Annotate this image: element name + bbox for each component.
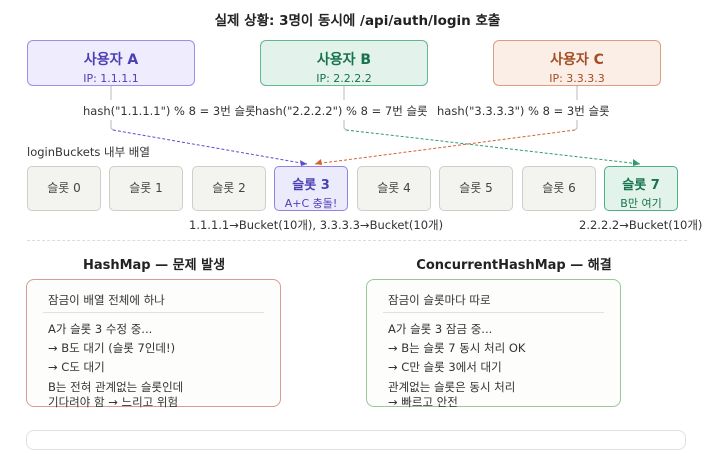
- slot-6: 슬롯 6: [522, 166, 596, 211]
- user-b-name: 사용자 B: [316, 52, 372, 68]
- diagram-title: 실제 상황: 3명이 동시에 /api/auth/login 호출: [214, 13, 501, 29]
- hashmap-line: B는 전혀 관계없는 슬롯인데: [48, 380, 184, 394]
- arrow-b-to-slot7: [345, 129, 641, 165]
- slot-7-label: 슬롯 7: [622, 178, 660, 193]
- bottom-box-edge: [26, 430, 686, 450]
- concurrent-header: 잠금이 슬롯마다 따로: [388, 293, 491, 307]
- hashmap-panel: 잠금이 배열 전체에 하나 A가 슬롯 3 수정 중... → B도 대기 (슬…: [26, 279, 281, 409]
- concurrent-line: 관계없는 슬롯은 동시 처리: [388, 380, 516, 394]
- user-a-box: 사용자 A IP: 1.1.1.1: [27, 40, 195, 86]
- slot-7: 슬롯 7 B만 여기: [604, 166, 678, 211]
- slot-3-label: 슬롯 3: [292, 178, 330, 193]
- connector-lines: [110, 86, 641, 166]
- arrow-a-to-slot3: [112, 129, 308, 165]
- user-c-ip: IP: 3.3.3.3: [549, 72, 605, 85]
- hashmap-line: A가 슬롯 3 수정 중...: [48, 322, 153, 336]
- hashmap-line: → B도 대기 (슬롯 7인데!): [48, 341, 176, 355]
- hashmap-separator: [43, 312, 264, 313]
- slot-2: 슬롯 2: [192, 166, 266, 211]
- hashmap-line: → C도 대기: [48, 360, 105, 374]
- hash-c-stub: [574, 120, 578, 131]
- concurrent-title: ConcurrentHashMap — 해결: [416, 258, 612, 273]
- concurrent-separator: [383, 312, 604, 313]
- hash-b-label: hash("2.2.2.2") % 8 = 7번 슬롯: [255, 104, 428, 118]
- hashmap-line: 기다려야 함 → 느리고 위험: [48, 395, 179, 409]
- arrow-c-to-slot3: [314, 129, 576, 165]
- arrowhead-b: [633, 159, 640, 166]
- concurrent-line: → B는 슬롯 7 동시 처리 OK: [388, 341, 526, 355]
- hash-b-stub: [343, 120, 347, 131]
- hashmap-title: HashMap — 문제 발생: [82, 258, 226, 273]
- hash-c-label: hash("3.3.3.3") % 8 = 3번 슬롯: [437, 104, 610, 118]
- user-c-box: 사용자 C IP: 3.3.3.3: [493, 40, 661, 86]
- slot-3: 슬롯 3 A+C 충돌!: [274, 166, 348, 211]
- array-label: loginBuckets 내부 배열: [27, 145, 150, 159]
- concurrent-line: A가 슬롯 3 잠금 중...: [388, 322, 493, 336]
- slot-5: 슬롯 5: [439, 166, 513, 211]
- user-a-ip: IP: 1.1.1.1: [83, 72, 139, 85]
- slot-0: 슬롯 0: [27, 166, 101, 211]
- arrowhead-c: [315, 159, 322, 165]
- hash-a-stub: [110, 120, 114, 131]
- user-b-ip: IP: 2.2.2.2: [316, 72, 372, 85]
- section-divider: [27, 240, 687, 241]
- hashmap-header: 잠금이 배열 전체에 하나: [48, 293, 165, 307]
- slot3-note: 1.1.1.1→Bucket(10개), 3.3.3.3→Bucket(10개): [189, 218, 444, 232]
- user-b-box: 사용자 B IP: 2.2.2.2: [260, 40, 428, 86]
- slot-1: 슬롯 1: [109, 166, 183, 211]
- concurrent-line: → 빠르고 안전: [388, 395, 458, 409]
- concurrent-panel: 잠금이 슬롯마다 따로 A가 슬롯 3 잠금 중... → B는 슬롯 7 동시…: [366, 279, 621, 409]
- hash-a-label: hash("1.1.1.1") % 8 = 3번 슬롯: [83, 104, 256, 118]
- slot-4: 슬롯 4: [357, 166, 431, 211]
- user-a-name: 사용자 A: [83, 52, 139, 68]
- arrowhead-a: [300, 160, 307, 166]
- user-c-name: 사용자 C: [550, 52, 604, 68]
- slot-7-sub: B만 여기: [620, 197, 662, 210]
- slot-3-sub: A+C 충돌!: [284, 197, 338, 210]
- concurrent-line: → C만 슬롯 3에서 대기: [388, 360, 502, 374]
- slot7-note: 2.2.2.2→Bucket(10개): [579, 218, 703, 232]
